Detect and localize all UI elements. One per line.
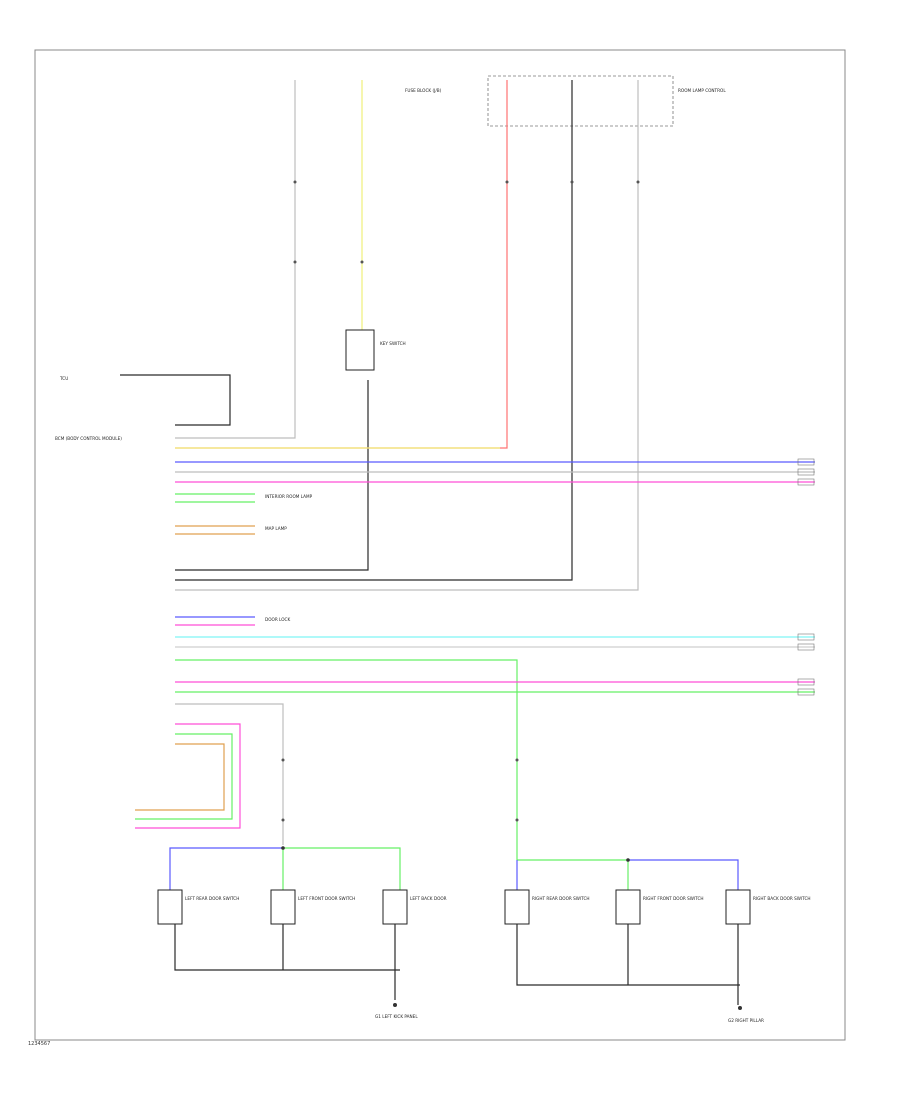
key-switch	[345, 329, 375, 371]
right-edge-connectors	[797, 458, 815, 696]
wire-pink-sensor	[135, 723, 241, 829]
switch-left-front-door	[270, 889, 296, 925]
wire-tcu	[120, 374, 231, 426]
room-lamp-control-module	[487, 75, 674, 127]
footer-code: 1234567	[28, 1041, 51, 1047]
door-lock-label: DOOR LOCK	[265, 617, 290, 622]
wire-orange-sensor	[135, 743, 225, 811]
wire-red-feed	[175, 80, 508, 449]
switch-label-right-front: RIGHT FRONT DOOR SWITCH	[643, 896, 704, 901]
switch-label-left-front: LEFT FRONT DOOR SWITCH	[298, 896, 355, 901]
switch-left-back-door	[382, 889, 408, 925]
switch-label-left-back: LEFT BACK DOOR	[410, 896, 447, 901]
wire-ground-left-bus	[174, 924, 400, 1000]
wire-green-left-group	[283, 847, 401, 890]
fuse-block-label: FUSE BLOCK (J/B)	[405, 88, 442, 93]
ground-right-dot	[738, 1006, 742, 1010]
wire-blue-right-group	[628, 859, 739, 890]
wire-blue-left-group	[169, 847, 283, 890]
switch-right-front-door	[615, 889, 641, 925]
wire-black-feed-mid	[175, 80, 573, 581]
wire-grey-feed-right	[175, 80, 639, 591]
switch-label-left-rear: LEFT REAR DOOR SWITCH	[185, 896, 239, 901]
junction-left	[281, 846, 285, 850]
ground-left-dot	[393, 1003, 397, 1007]
junction-right	[626, 858, 630, 862]
key-switch-label: KEY SWITCH	[380, 341, 406, 346]
diagram-frame	[34, 49, 846, 1041]
wire-black-key	[175, 380, 369, 571]
wire-green-sensor	[135, 733, 233, 820]
wire-grey-down-left	[175, 703, 284, 845]
switch-label-right-back: RIGHT BACK DOOR SWITCH	[753, 896, 811, 901]
room-lamp-control-label: ROOM LAMP CONTROL	[678, 88, 726, 93]
wire-grey-feed-left	[175, 80, 296, 439]
map-lamp-label: MAP LAMP	[265, 526, 287, 531]
tcu-label: TCU	[59, 376, 68, 381]
ground-right-label: G2 RIGHT PILLAR	[728, 1018, 764, 1023]
inline-connectors	[281, 180, 640, 822]
switch-label-right-rear: RIGHT REAR DOOR SWITCH	[532, 896, 590, 901]
switch-left-rear-door	[157, 889, 183, 925]
switch-right-rear-door	[504, 889, 530, 925]
bus-green-right	[175, 659, 518, 860]
switch-right-back-door	[725, 889, 751, 925]
ground-left-label: G1 LEFT KICK PANEL	[375, 1014, 418, 1019]
bcm-label: BCM (BODY CONTROL MODULE)	[55, 436, 122, 441]
interior-lamp-label: INTERIOR ROOM LAMP	[265, 494, 313, 499]
wire-ground-right-bus	[516, 924, 740, 1005]
